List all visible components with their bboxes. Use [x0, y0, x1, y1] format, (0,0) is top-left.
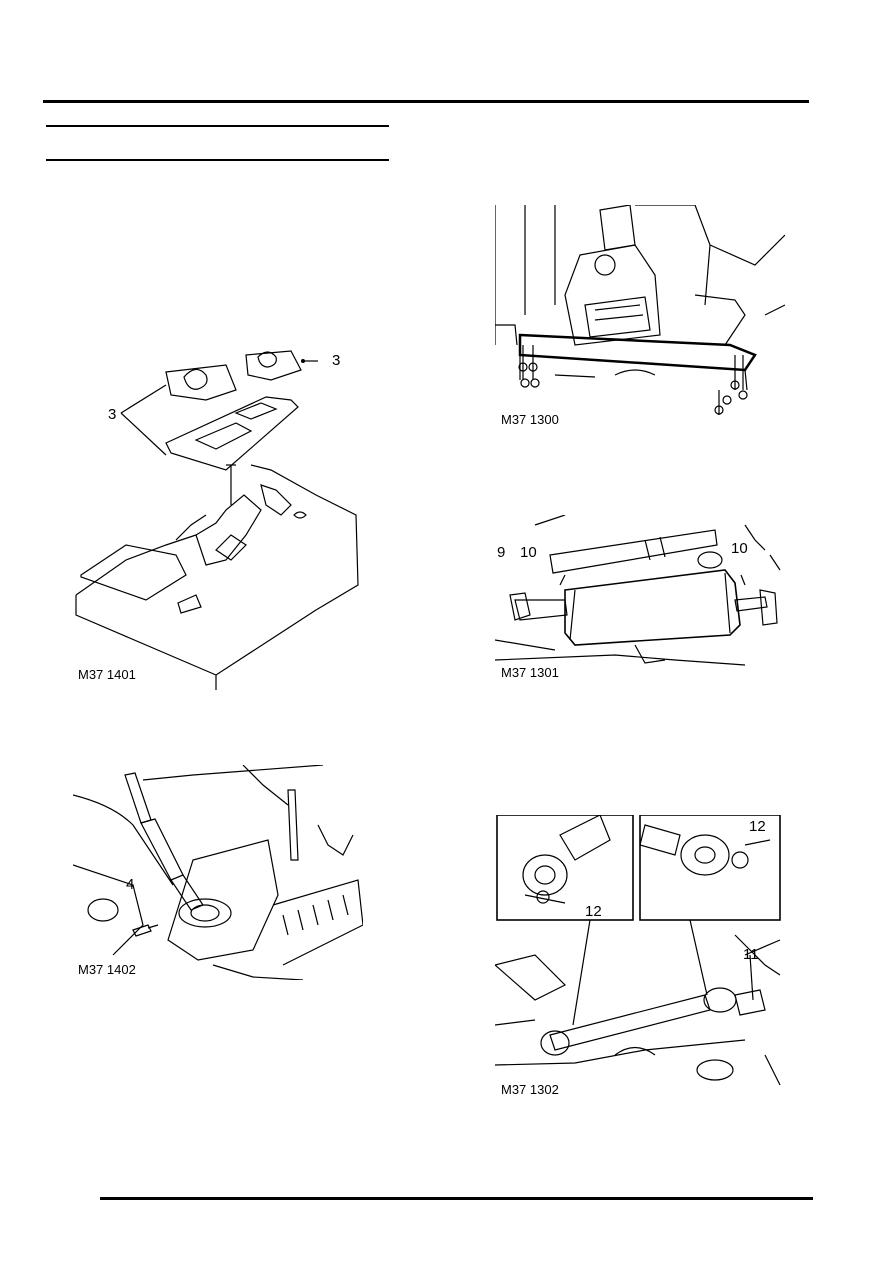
gaiter-console-illustration: [75, 350, 359, 690]
callout-12-right: 12: [749, 818, 766, 835]
footer-rule: [100, 1197, 813, 1200]
figure-propshaft: 12 12 11 M37 1302: [495, 815, 785, 1100]
caption-m37-1401: M37 1401: [78, 667, 136, 682]
silencer-illustration: [495, 515, 781, 666]
callout-3-left: 3: [108, 406, 117, 423]
figure-gaiter-console: 3 3 M37 1401: [66, 345, 366, 690]
caption-m37-1301: M37 1301: [501, 665, 559, 680]
caption-m37-1402: M37 1402: [78, 962, 136, 977]
propshaft-illustration: [495, 815, 781, 1086]
crossmember-illustration: [495, 205, 785, 415]
figure-crossmember: M37 1300: [495, 205, 785, 430]
callout-3-right: 3: [332, 352, 341, 369]
gear-lever-illustration: [73, 765, 363, 980]
callout-11: 11: [743, 946, 759, 963]
callout-10-right: 10: [731, 540, 748, 557]
callout-9: 9: [497, 544, 506, 561]
callout-10-left: 10: [520, 544, 537, 561]
caption-m37-1300: M37 1300: [501, 412, 559, 427]
callout-12-left: 12: [585, 903, 602, 920]
figure-gear-lever: 4 M37 1402: [73, 765, 363, 980]
callout-4: 4: [126, 876, 135, 893]
header-rule: [43, 100, 809, 103]
section-rule-top: [46, 125, 389, 127]
caption-m37-1302: M37 1302: [501, 1082, 559, 1097]
figure-silencer: 9 10 10 M37 1301: [495, 515, 785, 685]
section-rule-bottom: [46, 159, 389, 161]
